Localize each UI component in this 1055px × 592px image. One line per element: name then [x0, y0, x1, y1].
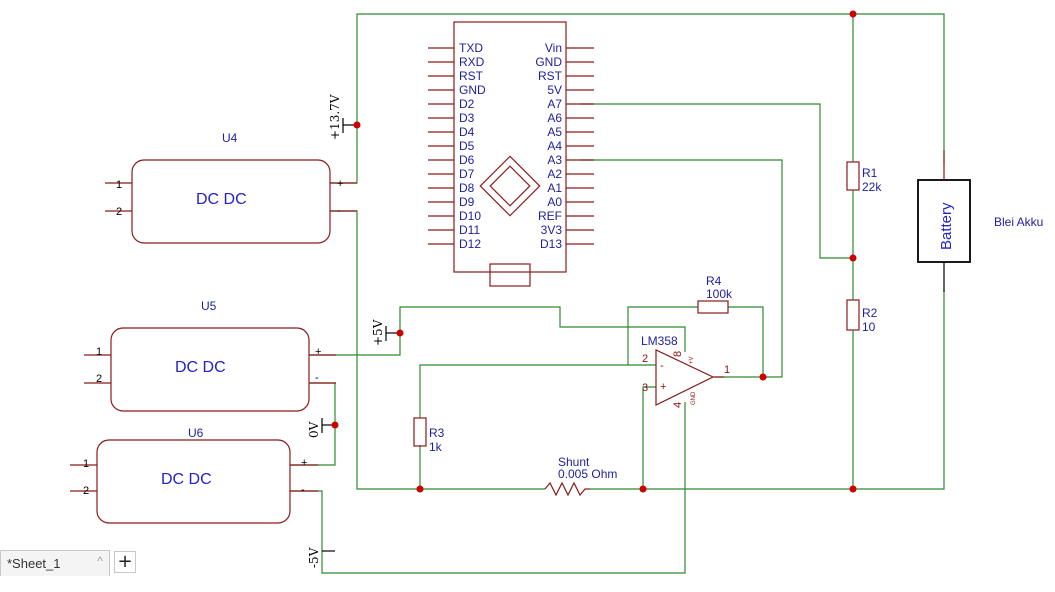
svg-text:-: - — [660, 360, 664, 372]
svg-text:R2: R2 — [862, 306, 878, 320]
u6-plus: + — [301, 457, 307, 469]
resistor-r3[interactable]: R3 1k — [413, 417, 445, 454]
wires — [290, 13, 945, 574]
svg-text:Shunt: Shunt — [558, 455, 590, 469]
u4-minus: - — [337, 205, 341, 217]
u6-label: DC DC — [161, 471, 212, 488]
pin-label-right-a4: A4 — [547, 139, 562, 153]
pin-label-right-rst: RST — [538, 69, 563, 83]
pin-label-left-gnd: GND — [459, 83, 486, 97]
pin-label-left-d12: D12 — [459, 237, 481, 251]
svg-text:+: + — [660, 381, 666, 393]
sheet-tab-label: *Sheet_1 — [7, 556, 61, 571]
pin-label-right-a2: A2 — [547, 167, 562, 181]
pin-label-left-txd: TXD — [459, 41, 483, 55]
svg-text:0V: 0V — [307, 421, 321, 438]
net-label-neg5v: -5V — [307, 547, 335, 568]
svg-text:2: 2 — [642, 353, 648, 365]
pin-label-right-a0: A0 — [547, 195, 562, 209]
dc-dc-converter-u5[interactable]: U5 DC DC 1 2 + - — [84, 299, 336, 412]
pin-label-left-d8: D8 — [459, 181, 475, 195]
u6-pin2: 2 — [83, 485, 89, 497]
u4-pin2: 2 — [116, 206, 122, 218]
u5-ref: U5 — [201, 299, 217, 313]
pin-label-right-a7: A7 — [547, 97, 562, 111]
svg-text:+5V: +5V — [371, 319, 385, 346]
resistor-r4[interactable]: R4 100k — [697, 274, 733, 314]
pin-label-left-d4: D4 — [459, 125, 475, 139]
pin-label-left-d9: D9 — [459, 195, 475, 209]
pin-label-left-d2: D2 — [459, 97, 475, 111]
svg-text:8: 8 — [672, 351, 684, 357]
pin-label-left-d6: D6 — [459, 153, 475, 167]
resistor-r1[interactable]: R1 22k — [846, 161, 882, 194]
pin-label-right-d13: D13 — [540, 237, 562, 251]
pin-label-right-a6: A6 — [547, 111, 562, 125]
pin-label-right-vin: Vin — [545, 41, 562, 55]
pin-label-right-a1: A1 — [547, 181, 562, 195]
pin-label-left-rst: RST — [459, 69, 484, 83]
pin-label-right-a3: A3 — [547, 153, 562, 167]
u6-pin1: 1 — [83, 458, 89, 470]
pin-label-left-d11: D11 — [459, 223, 480, 237]
battery-note: Blei Akku — [994, 215, 1043, 229]
u6-ref: U6 — [188, 426, 204, 440]
u5-pin2: 2 — [96, 373, 102, 385]
u4-plus: + — [337, 178, 343, 190]
pin-label-right-ref: REF — [538, 209, 562, 223]
svg-text:R1: R1 — [862, 166, 878, 180]
svg-text:4: 4 — [672, 402, 684, 408]
pin-label-left-d7: D7 — [459, 167, 475, 181]
u5-label: DC DC — [175, 359, 226, 376]
svg-text:1k: 1k — [429, 440, 443, 454]
u4-ref: U4 — [222, 131, 238, 145]
net-label-13v7: +13.7V — [328, 94, 357, 140]
pin-label-right-a5: A5 — [547, 125, 562, 139]
svg-text:10: 10 — [862, 320, 876, 334]
shunt-resistor[interactable]: Shunt 0.005 Ohm — [544, 455, 617, 497]
pin-label-right-gnd: GND — [535, 55, 562, 69]
svg-text:+13.7V: +13.7V — [328, 94, 342, 140]
chevron-up-icon[interactable]: ^ — [97, 554, 103, 568]
svg-text:3: 3 — [642, 382, 648, 394]
resistor-r2[interactable]: R2 10 — [846, 299, 878, 334]
u6-minus: - — [301, 484, 305, 496]
u5-plus: + — [315, 346, 321, 358]
u4-pin1: 1 — [116, 179, 122, 191]
svg-text:-5V: -5V — [307, 547, 321, 568]
net-label-5v: +5V — [371, 319, 400, 346]
u5-pin1: 1 — [96, 346, 102, 358]
pin-label-right-5v: 5V — [547, 83, 562, 97]
pin-label-left-d5: D5 — [459, 139, 475, 153]
dc-dc-converter-u6[interactable]: U6 DC DC 1 2 + - — [70, 426, 318, 524]
pin-label-left-rxd: RXD — [459, 55, 485, 69]
svg-text:1: 1 — [724, 364, 730, 376]
svg-text:+V: +V — [689, 356, 695, 364]
u5-minus: - — [315, 372, 319, 384]
battery[interactable]: Battery Blei Akku — [917, 150, 1043, 292]
junctions — [331, 10, 857, 493]
svg-text:100k: 100k — [706, 287, 733, 301]
pin-label-right-3v3: 3V3 — [541, 223, 563, 237]
sheet-tab[interactable]: *Sheet_1 ^ — [0, 550, 110, 576]
u4-label: DC DC — [196, 191, 247, 208]
opamp-lm358[interactable]: LM358 2 3 1 8 4 - + +V GND — [641, 334, 730, 408]
svg-text:22k: 22k — [862, 180, 882, 194]
svg-text:Battery: Battery — [938, 202, 955, 250]
net-label-0v: 0V — [307, 418, 335, 438]
add-sheet-button[interactable]: + — [114, 551, 136, 573]
svg-text:R4: R4 — [706, 274, 722, 288]
pin-label-left-d10: D10 — [459, 209, 481, 223]
svg-text:GND: GND — [691, 391, 697, 405]
svg-text:R3: R3 — [429, 426, 445, 440]
svg-text:LM358: LM358 — [641, 334, 678, 348]
pin-label-left-d3: D3 — [459, 111, 475, 125]
svg-text:0.005 Ohm: 0.005 Ohm — [558, 467, 617, 481]
dc-dc-converter-u4[interactable]: U4 DC DC 1 2 + - — [105, 131, 357, 244]
